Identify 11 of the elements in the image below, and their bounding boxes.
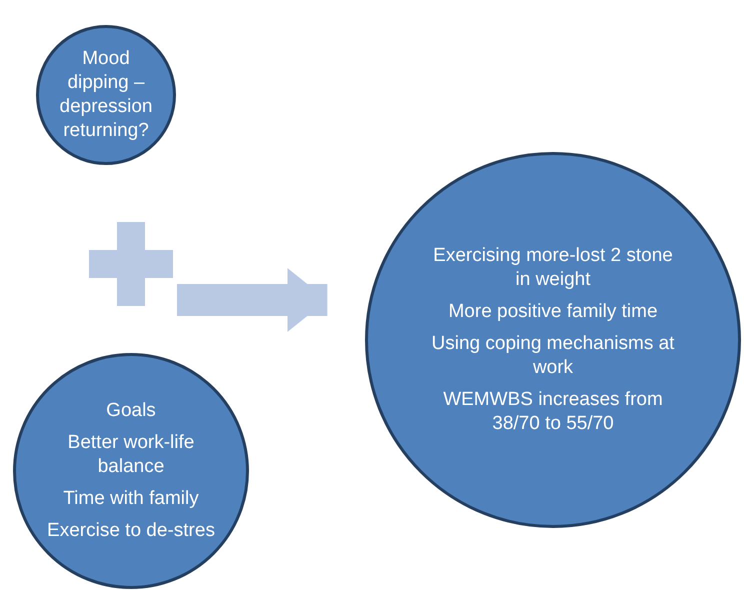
node-text: Goals — [106, 399, 156, 423]
block-arrow — [177, 268, 328, 332]
node-text: Using coping mechanisms at work — [430, 332, 676, 380]
node-text: More positive family time — [448, 300, 658, 324]
node-text: Exercise to de-stres — [47, 519, 215, 543]
plus-sign — [89, 222, 173, 306]
node-text: Better work-life balance — [66, 431, 196, 479]
node-text: Exercising more-lost 2 stone in weight — [432, 244, 674, 292]
node-text: WEMWBS increases from 38/70 to 55/70 — [442, 388, 664, 436]
node-text: Time with family — [63, 487, 199, 511]
node-text: Mood dipping – depression returning? — [58, 47, 154, 143]
